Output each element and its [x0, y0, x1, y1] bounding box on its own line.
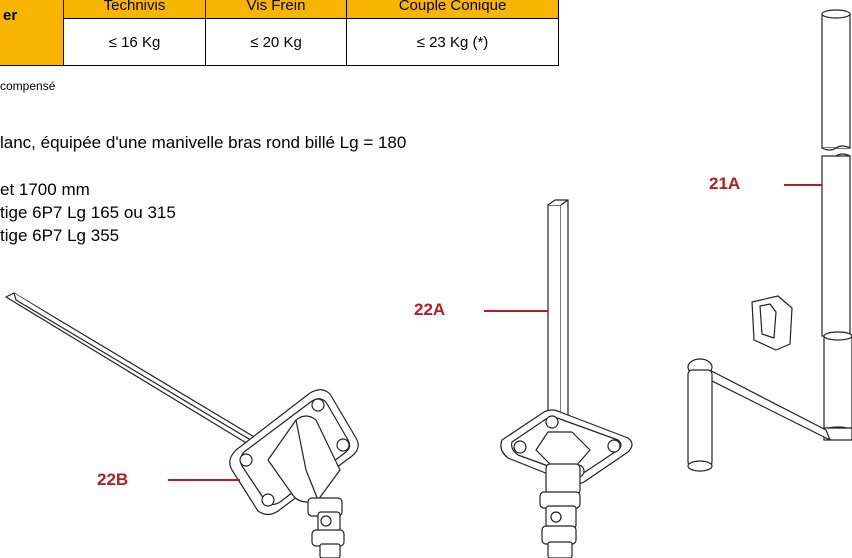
leader-line-22a [484, 310, 548, 312]
description-line-1: lanc, équipée d'une manivelle bras rond … [0, 133, 407, 152]
callout-21a: 21A [709, 174, 741, 193]
value-technivis: ≤ 16 Kg [63, 18, 206, 66]
leader-line-22b [168, 479, 240, 481]
value-couple-conique: ≤ 23 Kg (*) [346, 18, 559, 66]
callout-22b: 22B [97, 470, 129, 489]
part-22a-drawing [500, 199, 633, 558]
part-22b-drawing [5, 292, 359, 558]
spec-table: er Technivis Vis Frein Couple Conique ≤ … [0, 0, 559, 66]
footnote: compensé [0, 79, 56, 93]
description-line-4: tige 6P7 Lg 355 [0, 226, 120, 245]
header-technivis: Technivis [63, 0, 206, 19]
callout-22a: 22A [414, 300, 446, 319]
leader-line-21a [784, 184, 822, 186]
value-vis-frein: ≤ 20 Kg [205, 18, 347, 66]
header-couple-conique: Couple Conique [346, 0, 559, 19]
description-line-2: et 1700 mm [0, 180, 90, 199]
table-corner-label: er [0, 0, 64, 66]
part-21a-drawing [687, 9, 852, 472]
description-line-3: tige 6P7 Lg 165 ou 315 [0, 203, 176, 222]
